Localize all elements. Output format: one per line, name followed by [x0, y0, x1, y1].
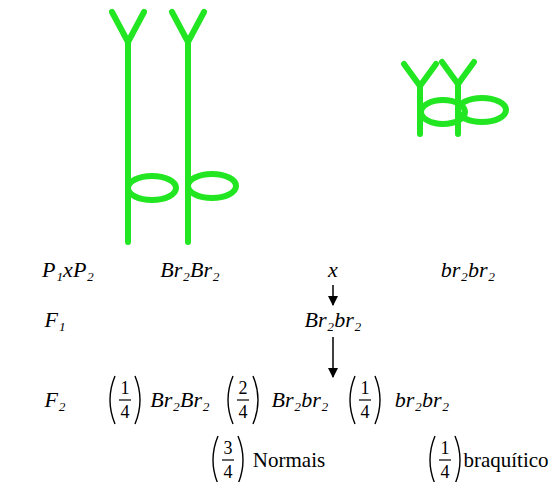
- fraction-number: 4: [361, 403, 370, 421]
- fraction-bracket: [213, 436, 243, 482]
- fraction-bar: [359, 399, 371, 400]
- parenthesis: [430, 436, 460, 482]
- genotype-label: F₁: [44, 309, 65, 331]
- fraction-bracket: [430, 436, 460, 482]
- fraction-number: 1: [441, 439, 450, 457]
- fraction-number: 2: [239, 379, 248, 397]
- short-plant: [442, 62, 506, 134]
- genotype-label: Br₂Br₂: [150, 389, 209, 411]
- fraction-number: 1: [361, 379, 370, 397]
- genotype-label: Normais: [253, 450, 325, 471]
- parenthesis: [213, 436, 243, 482]
- parenthesis: [350, 376, 380, 424]
- tall-plant: [112, 12, 176, 242]
- fraction-bracket: [110, 376, 140, 424]
- fraction-number: 4: [224, 463, 233, 481]
- fraction-number: 1: [121, 379, 130, 397]
- fraction-number: 3: [224, 439, 233, 457]
- fraction-bar: [119, 399, 131, 400]
- genotype-label: br₂br₂: [395, 389, 449, 411]
- genotype-label: x: [328, 259, 338, 281]
- fraction-number: 4: [121, 403, 130, 421]
- tall-plant: [172, 12, 236, 242]
- fraction-bar: [222, 459, 234, 460]
- cross-arrow: [332, 337, 334, 377]
- fraction-bar: [439, 459, 451, 460]
- parenthesis: [228, 376, 258, 424]
- genotype-label: braquítico: [463, 450, 548, 471]
- fraction-number: 4: [239, 403, 248, 421]
- cross-arrow: [332, 285, 334, 305]
- parenthesis: [110, 376, 140, 424]
- genotype-label: Br₂br₂: [305, 309, 362, 331]
- fraction-bracket: [350, 376, 380, 424]
- fraction-bar: [237, 399, 249, 400]
- genotype-label: Br₂Br₂: [160, 259, 219, 281]
- fraction-bracket: [228, 376, 258, 424]
- genotype-label: P₁xP₂: [42, 259, 94, 281]
- genotype-label: br₂br₂: [441, 259, 495, 281]
- genotype-label: F₂: [44, 389, 65, 411]
- fraction-number: 4: [441, 463, 450, 481]
- genotype-label: Br₂br₂: [272, 389, 329, 411]
